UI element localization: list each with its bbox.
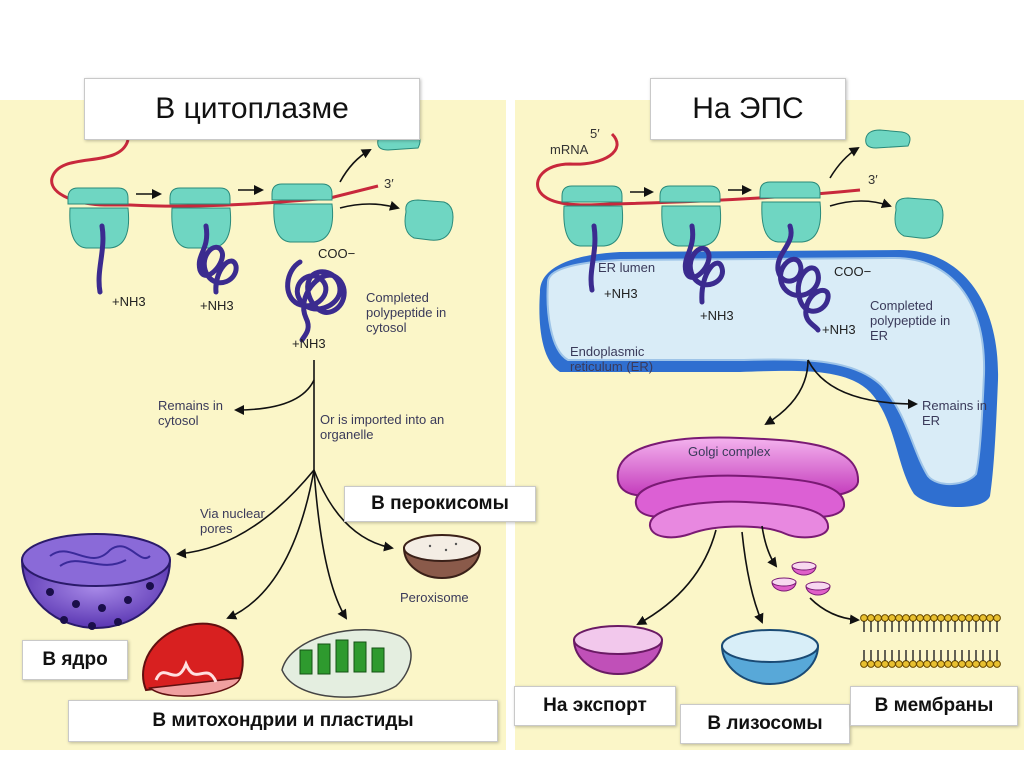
- label-nh3: +NH3: [200, 298, 234, 313]
- label-3prime-right: 3′: [868, 172, 878, 187]
- ribosome-subunit: [894, 197, 944, 239]
- target-export: На экспорт: [514, 686, 676, 726]
- header-er: На ЭПС: [650, 78, 846, 140]
- label-mrna: mRNA: [550, 142, 589, 157]
- polypeptide-folded: [775, 223, 831, 333]
- target-mitochondria-plastids: В митохондрии и пластиды: [68, 700, 498, 742]
- header-cytoplasm: В цитоплазме: [84, 78, 420, 140]
- arrow-to-vesicles: [761, 525, 778, 568]
- target-lysosomes: В лизосомы: [680, 704, 850, 744]
- target-nucleus: В ядро: [22, 640, 128, 680]
- label-imported-into-organelle: Or is imported into an organelle: [320, 412, 445, 442]
- arrow-to-plastid: [313, 469, 348, 620]
- polypeptide-chain: [196, 223, 239, 295]
- golgi-complex-illustration: [616, 436, 860, 539]
- label-endoplasmic-reticulum: Endoplasmic reticulum (ER): [570, 344, 654, 374]
- mrna-strand-right: [536, 132, 861, 207]
- label-nh3: +NH3: [822, 322, 856, 337]
- target-membranes: В мембраны: [850, 686, 1018, 726]
- label-remains-in-er: Remains in ER: [922, 398, 988, 428]
- arrow-to-export: [636, 529, 717, 625]
- label-5prime: 5′: [590, 126, 600, 141]
- arrow-to-nucleus: [176, 469, 315, 559]
- transport-vesicles: [771, 561, 831, 596]
- er-lumen: [546, 256, 986, 485]
- arrow-to-mitochondrion: [226, 469, 315, 620]
- ribosome: [759, 181, 822, 243]
- label-golgi: Golgi complex: [688, 444, 771, 459]
- ribosome-subunit: [865, 129, 911, 149]
- arrow-to-lysosome: [741, 531, 764, 624]
- label-nh3: +NH3: [112, 294, 146, 309]
- label-nh3: +NH3: [700, 308, 734, 323]
- label-via-nuclear-pores: Via nuclear pores: [200, 506, 265, 536]
- label-coo: COO−: [834, 264, 871, 279]
- arrow: [339, 149, 372, 183]
- secretory-vesicle: [572, 625, 664, 675]
- label-peroxisome: Peroxisome: [400, 590, 469, 605]
- arrow-to-membrane: [809, 597, 860, 625]
- arrow: [829, 146, 860, 179]
- plastid-illustration: [281, 629, 412, 698]
- polypeptide-folded: [285, 259, 347, 343]
- label-3prime-left: 3′: [384, 176, 394, 191]
- lysosome-illustration: [720, 629, 820, 685]
- arrow-to-er-remains: [807, 359, 918, 409]
- membrane-bilayer: [860, 614, 1001, 668]
- label-completed-polypeptide: Completed polypeptide in cytosol: [366, 290, 447, 335]
- arrow: [829, 198, 892, 209]
- polypeptide-chain: [588, 223, 598, 293]
- target-peroxisomes: В перокисомы: [344, 486, 536, 522]
- ribosome: [271, 183, 334, 243]
- arrow-to-cytosol: [234, 379, 315, 415]
- polypeptide-chain: [96, 223, 106, 295]
- label-completed-polypeptide-er: Completed polypeptide in ER: [870, 298, 951, 343]
- nucleus-illustration: [20, 533, 172, 630]
- ribosome: [169, 187, 232, 249]
- label-er-lumen: ER lumen: [598, 260, 655, 275]
- label-coo: COO−: [318, 246, 355, 261]
- ribosome: [67, 187, 130, 249]
- peroxisome-illustration: [402, 534, 482, 579]
- ribosome-subunit: [404, 199, 454, 241]
- mitochondrion-illustration: [142, 622, 244, 697]
- arrow: [339, 200, 400, 211]
- polypeptide-chain: [682, 223, 725, 305]
- label-remains-in-cytosol: Remains in cytosol: [158, 398, 224, 428]
- arrow-to-golgi: [764, 359, 809, 426]
- label-nh3: +NH3: [292, 336, 326, 351]
- label-nh3: +NH3: [604, 286, 638, 301]
- arrow-to-peroxisome: [313, 469, 394, 552]
